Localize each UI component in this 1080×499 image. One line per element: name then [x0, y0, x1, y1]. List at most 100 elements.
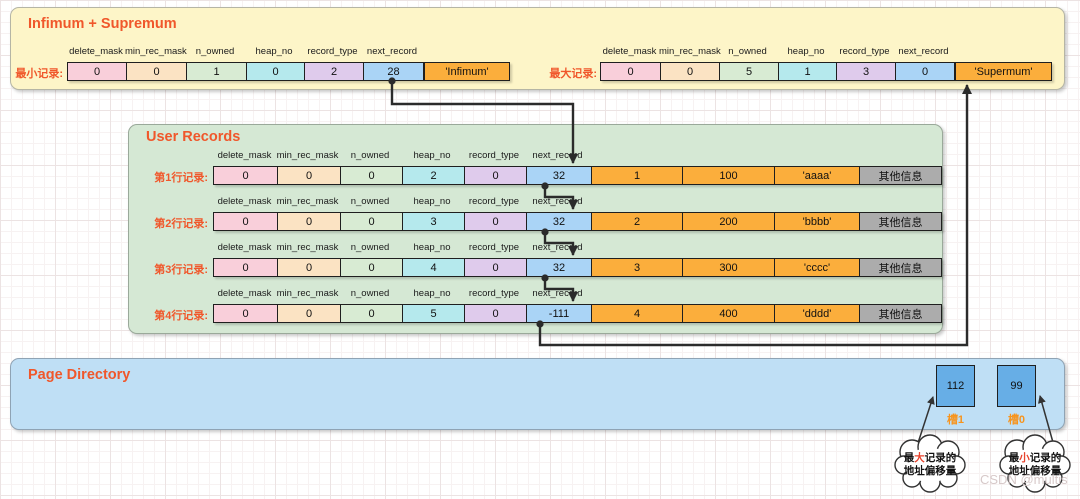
field-header-n-owned: n_owned: [728, 46, 767, 57]
infimum-supremum-title: Infimum + Supremum: [28, 16, 177, 32]
user-records-title: User Records: [146, 129, 241, 145]
user-record-2-label: 第2行记录:: [154, 218, 208, 230]
field-header-labels-row2: delete_mask min_rec_mask n_owned heap_no…: [213, 196, 590, 207]
field-header-n-owned: n_owned: [195, 46, 235, 57]
next-record-cell: 32: [526, 167, 591, 184]
field-header-next-record: next_record: [366, 46, 418, 57]
callout-text: 最: [1008, 452, 1020, 464]
slot-1: 112: [936, 365, 975, 407]
user-record-row-3: 0 0 0 4 0 32 3 300 'cccc' 其他信息: [213, 258, 942, 277]
slot-0: 99: [997, 365, 1036, 407]
next-record-cell: 32: [526, 259, 591, 276]
user-record-4-label: 第4行记录:: [154, 310, 208, 322]
field-header-min-rec-mask: min_rec_mask: [276, 150, 339, 161]
field-header-record-type: record_type: [468, 242, 520, 253]
page-directory-box: [10, 358, 1065, 430]
field-header-record-type: record_type: [468, 196, 520, 207]
field-header-record-type: record_type: [468, 288, 520, 299]
callout-text: 最: [903, 452, 915, 464]
field-header-heap-no: heap_no: [413, 242, 451, 253]
heap-no-cell: 0: [246, 63, 304, 80]
field-header-min-rec-mask: min_rec_mask: [659, 46, 721, 57]
field-header-heap-no: heap_no: [413, 150, 451, 161]
n-owned-cell: 1: [186, 63, 246, 80]
data-cell-1: 1: [591, 167, 682, 184]
field-header-heap-no: heap_no: [413, 288, 451, 299]
field-header-record-type: record_type: [307, 46, 358, 57]
min-rec-mask-cell: 0: [277, 167, 340, 184]
data-cell-2: 300: [682, 259, 774, 276]
field-header-n-owned: n_owned: [350, 196, 390, 207]
delete-mask-cell: 0: [601, 63, 660, 80]
field-header-record-type: record_type: [468, 150, 520, 161]
min-record-label: 最小记录:: [15, 68, 63, 80]
field-header-n-owned: n_owned: [350, 288, 390, 299]
field-header-n-owned: n_owned: [350, 150, 390, 161]
record-type-cell: 2: [304, 63, 363, 80]
record-type-cell: 3: [836, 63, 895, 80]
field-header-min-rec-mask: min_rec_mask: [276, 196, 339, 207]
n-owned-cell: 0: [340, 305, 402, 322]
next-record-cell: 32: [526, 213, 591, 230]
field-header-labels-max: delete_mask min_rec_mask n_owned heap_no…: [600, 46, 953, 57]
infimum-name-cell: 'Infimum': [424, 62, 510, 81]
max-record-row: 0 0 5 1 3 0: [600, 62, 955, 81]
other-info-cell: 其他信息: [859, 305, 941, 322]
callout-highlight: 小: [1019, 452, 1030, 464]
user-record-row-1: 0 0 0 2 0 32 1 100 'aaaa' 其他信息: [213, 166, 942, 185]
delete-mask-cell: 0: [214, 213, 277, 230]
n-owned-cell: 5: [719, 63, 778, 80]
record-type-cell: 0: [464, 259, 526, 276]
field-header-next-record: next_record: [532, 150, 583, 161]
field-header-min-rec-mask: min_rec_mask: [276, 242, 339, 253]
record-type-cell: 0: [464, 305, 526, 322]
data-cell-3: 'dddd': [774, 305, 859, 322]
page-directory-title: Page Directory: [28, 367, 131, 383]
max-record-offset-text: 最大记录的 地址偏移量: [897, 452, 963, 478]
record-type-cell: 0: [464, 213, 526, 230]
data-cell-3: 'cccc': [774, 259, 859, 276]
field-header-labels-row3: delete_mask min_rec_mask n_owned heap_no…: [213, 242, 590, 253]
field-header-next-record: next_record: [532, 242, 583, 253]
field-header-next-record: next_record: [898, 46, 949, 57]
user-record-row-4: 0 0 0 5 0 -111 4 400 'dddd' 其他信息: [213, 304, 942, 323]
min-record-row: 0 0 1 0 2 28: [67, 62, 424, 81]
delete-mask-cell: 0: [68, 63, 126, 80]
n-owned-cell: 0: [340, 213, 402, 230]
heap-no-cell: 5: [402, 305, 464, 322]
n-owned-cell: 0: [340, 167, 402, 184]
heap-no-cell: 1: [778, 63, 836, 80]
delete-mask-cell: 0: [214, 305, 277, 322]
min-rec-mask-cell: 0: [277, 305, 340, 322]
field-header-delete-mask: delete_mask: [217, 242, 272, 253]
min-rec-mask-cell: 0: [660, 63, 719, 80]
data-cell-1: 3: [591, 259, 682, 276]
field-header-delete-mask: delete_mask: [69, 46, 123, 57]
max-record-label: 最大记录:: [549, 68, 597, 80]
field-header-heap-no: heap_no: [413, 196, 451, 207]
field-header-min-rec-mask: min_rec_mask: [276, 288, 339, 299]
min-rec-mask-cell: 0: [126, 63, 186, 80]
callout-text: 记录的: [1029, 452, 1062, 464]
data-cell-1: 2: [591, 213, 682, 230]
field-header-delete-mask: delete_mask: [217, 150, 272, 161]
field-header-delete-mask: delete_mask: [602, 46, 657, 57]
field-header-labels-min: delete_mask min_rec_mask n_owned heap_no…: [67, 46, 422, 57]
data-cell-2: 100: [682, 167, 774, 184]
record-type-cell: 0: [464, 167, 526, 184]
field-header-record-type: record_type: [839, 46, 890, 57]
field-header-delete-mask: delete_mask: [217, 288, 272, 299]
supremum-name-cell: 'Supermum': [955, 62, 1052, 81]
callout-text: 记录的: [924, 452, 957, 464]
other-info-cell: 其他信息: [859, 259, 941, 276]
user-record-1-label: 第1行记录:: [154, 172, 208, 184]
field-header-n-owned: n_owned: [350, 242, 390, 253]
field-header-labels-row4: delete_mask min_rec_mask n_owned heap_no…: [213, 288, 590, 299]
data-cell-2: 200: [682, 213, 774, 230]
data-cell-2: 400: [682, 305, 774, 322]
slot-1-label: 槽1: [946, 414, 965, 426]
user-record-row-2: 0 0 0 3 0 32 2 200 'bbbb' 其他信息: [213, 212, 942, 231]
next-record-cell: 28: [363, 63, 423, 80]
delete-mask-cell: 0: [214, 167, 277, 184]
